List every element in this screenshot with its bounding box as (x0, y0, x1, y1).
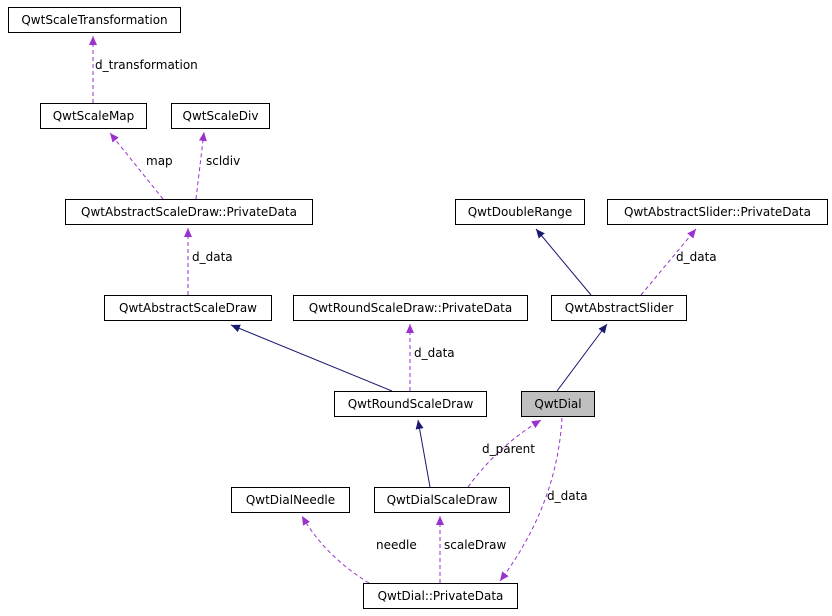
node-qwt-scale-transformation[interactable]: QwtScaleTransformation (8, 7, 181, 33)
node-qwt-round-scale-draw[interactable]: QwtRoundScaleDraw (334, 391, 487, 417)
edge-label-d-transformation: d_transformation (95, 58, 198, 72)
edge-label-d-data-roundscaledraw: d_data (414, 346, 455, 360)
edge-inheritance-dialscaledraw-roundscaledraw (415, 419, 431, 488)
node-qwt-dial-current: QwtDial (521, 391, 595, 417)
node-qwt-abstract-scale-draw-private-data[interactable]: QwtAbstractScaleDraw::PrivateData (65, 199, 313, 225)
edge-inheritance-abstractslider-doublerange (535, 228, 592, 296)
node-qwt-abstract-slider[interactable]: QwtAbstractSlider (551, 295, 687, 321)
node-qwt-round-scale-draw-private-data[interactable]: QwtRoundScaleDraw::PrivateData (293, 295, 528, 321)
edge-d-data-abstractslider (640, 228, 697, 296)
node-qwt-scale-map[interactable]: QwtScaleMap (40, 103, 147, 129)
node-qwt-double-range[interactable]: QwtDoubleRange (455, 199, 585, 225)
edge-label-scldiv: scldiv (206, 154, 241, 168)
node-qwt-abstract-slider-private-data[interactable]: QwtAbstractSlider::PrivateData (607, 199, 828, 225)
node-qwt-dial-private-data[interactable]: QwtDial::PrivateData (363, 583, 518, 609)
node-qwt-dial-scale-draw[interactable]: QwtDialScaleDraw (374, 487, 510, 513)
edge-scldiv (195, 131, 207, 200)
edge-label-d-parent: d_parent (482, 442, 535, 456)
node-qwt-scale-div[interactable]: QwtScaleDiv (171, 103, 270, 129)
edge-label-d-data-abstractslider: d_data (676, 250, 717, 264)
edge-label-map: map (146, 154, 173, 168)
edge-label-scaledraw: scaleDraw (444, 538, 507, 552)
edge-inheritance-dial-abstractslider (556, 323, 608, 392)
node-qwt-abstract-scale-draw[interactable]: QwtAbstractScaleDraw (104, 295, 272, 321)
edge-d-parent (467, 419, 542, 488)
edge-label-needle: needle (376, 538, 417, 552)
edge-map (109, 132, 164, 200)
edge-label-d-data-dial: d_data (547, 489, 588, 503)
edge-label-d-data-abstractscaledraw: d_data (192, 250, 233, 264)
edge-needle (301, 515, 370, 584)
node-qwt-dial-needle[interactable]: QwtDialNeedle (231, 487, 350, 513)
edge-d-data-dial (499, 417, 563, 582)
edge-inheritance-roundscaledraw-abstractscaledraw (230, 324, 393, 392)
